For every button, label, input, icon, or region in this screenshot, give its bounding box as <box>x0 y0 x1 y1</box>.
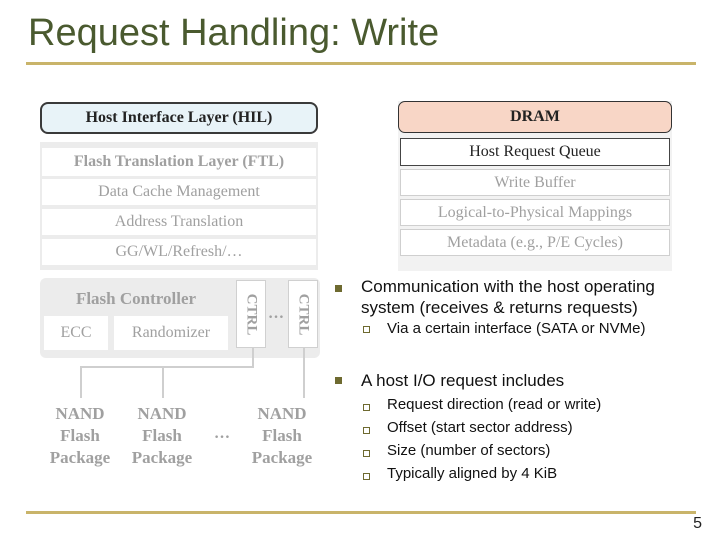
bullet-marker-2 <box>335 377 342 384</box>
ftl-row-data-cache: Data Cache Management <box>42 179 316 205</box>
nand-2-line2: Flash <box>142 426 182 445</box>
ctrl-block-1: CTRL <box>236 280 266 348</box>
wire-bus-1 <box>80 366 254 368</box>
sub-bullet-2-1: Request direction (read or write) <box>387 396 602 413</box>
bullet-2-line1: A host I/O request includes <box>361 371 565 390</box>
nand-3-line1: NAND <box>257 404 307 423</box>
title-rule <box>26 62 696 65</box>
bullet-marker-1 <box>335 285 342 292</box>
nand-1-line3: Package <box>49 448 111 467</box>
sub-bullet-marker-1-1 <box>363 326 370 333</box>
dram-header: DRAM <box>398 101 672 133</box>
nand-3-line3: Package <box>251 448 313 467</box>
sub-bullet-marker-2-2 <box>363 427 370 434</box>
bullet-1-line2: system (receives & returns requests) <box>361 298 638 317</box>
nand-package-3: NAND Flash Package <box>243 400 321 472</box>
dram-write-buffer: Write Buffer <box>400 169 670 196</box>
bullet-1-line1: Communication with the host operating <box>361 277 655 296</box>
wire-nand2 <box>162 366 164 398</box>
footer-rule <box>26 511 696 514</box>
flash-controller-title: Flash Controller <box>75 289 197 308</box>
sub-bullet-marker-2-4 <box>363 473 370 480</box>
nand-package-2: NAND Flash Package <box>123 400 201 472</box>
ftl-title: Flash Translation Layer (FTL) <box>42 148 316 176</box>
nand-3-line2: Flash <box>262 426 302 445</box>
sub-bullet-marker-2-3 <box>363 450 370 457</box>
sub-bullet-2-3: Size (number of sectors) <box>387 442 551 459</box>
sub-bullet-marker-2-1 <box>363 404 370 411</box>
slide-title: Request Handling: Write <box>28 12 440 54</box>
ecc-block: ECC <box>44 316 108 350</box>
ftl-row-address-translation: Address Translation <box>42 209 316 235</box>
wire-ctrl2-down <box>303 348 305 398</box>
ctrl-label-2: CTRL <box>295 293 312 335</box>
wire-nand1 <box>80 366 82 398</box>
sub-bullet-2-2: Offset (start sector address) <box>387 419 573 436</box>
ctrl-block-2: CTRL <box>288 280 318 348</box>
nand-1-line1: NAND <box>55 404 105 423</box>
dram-l2p-mappings: Logical-to-Physical Mappings <box>400 199 670 226</box>
bullet-1-text: Communication with the host operating sy… <box>361 276 706 318</box>
host-request-queue: Host Request Queue <box>400 138 670 166</box>
nand-1-line2: Flash <box>60 426 100 445</box>
sub-bullet-2-4: Typically aligned by 4 KiB <box>387 465 558 482</box>
page-number: 5 <box>693 515 702 532</box>
nand-2-line3: Package <box>131 448 193 467</box>
sub-bullet-1-1: Via a certain interface (SATA or NVMe) <box>387 320 646 337</box>
dram-metadata: Metadata (e.g., P/E Cycles) <box>400 229 670 256</box>
nand-2-line1: NAND <box>137 404 187 423</box>
wire-ctrl1-down <box>252 348 254 366</box>
hil-box: Host Interface Layer (HIL) <box>40 102 318 134</box>
nand-dots: … <box>214 425 230 442</box>
ctrl-label-1: CTRL <box>243 293 260 335</box>
ftl-row-gc-wl-refresh: GG/WL/Refresh/… <box>42 239 316 265</box>
randomizer-block: Randomizer <box>114 316 228 350</box>
nand-package-1: NAND Flash Package <box>41 400 119 472</box>
ctrl-dots: … <box>268 305 284 322</box>
